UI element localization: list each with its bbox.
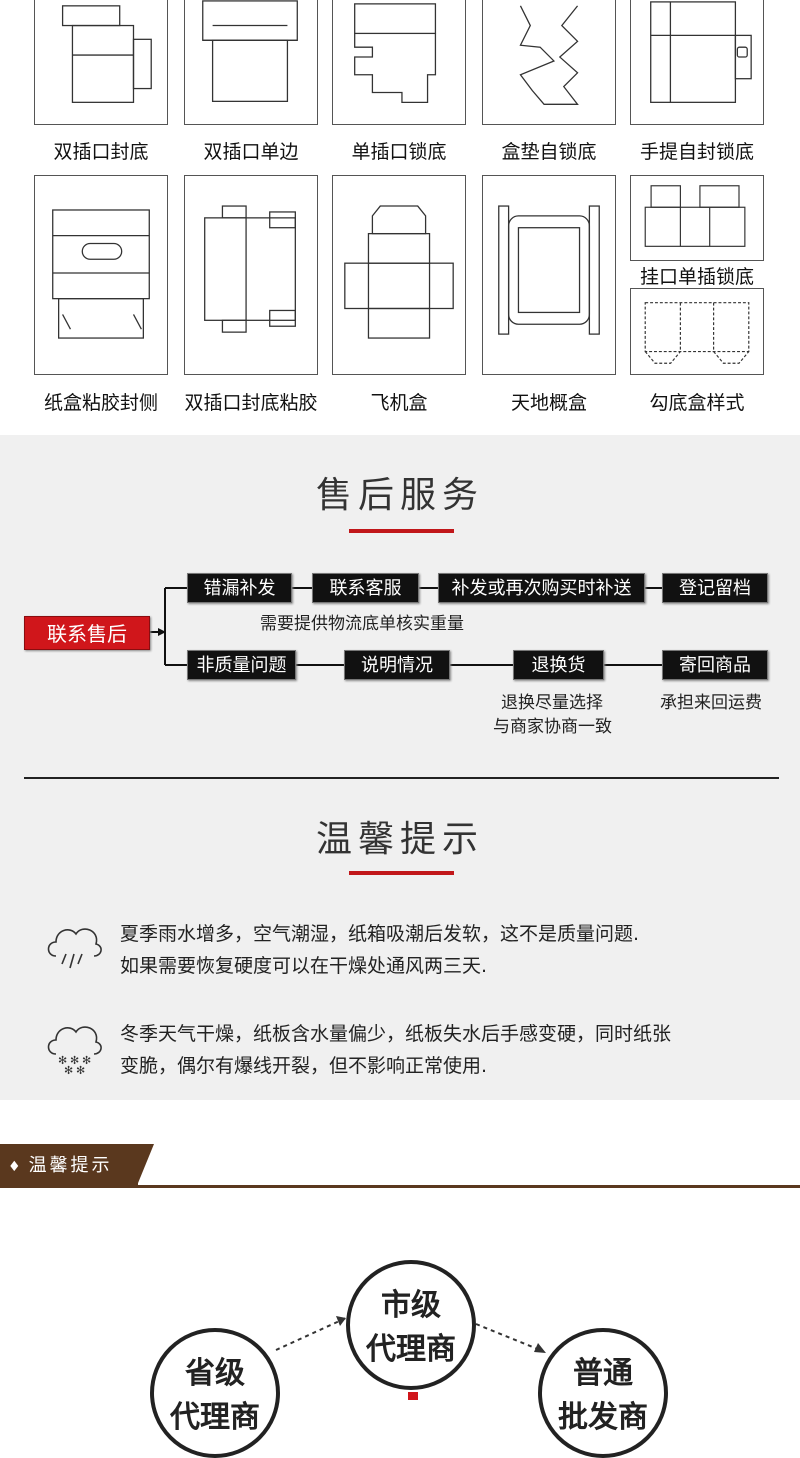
tile-double-tuck-bottom — [34, 0, 168, 125]
after-sales-section — [0, 435, 800, 1100]
svg-text:✻: ✻ — [58, 1054, 67, 1067]
distribution-arrows — [275, 1316, 546, 1400]
tips-tab-label: 温馨提示 — [28, 1155, 113, 1176]
section-divider — [24, 777, 779, 779]
wholesaler-line-1: 普通 — [573, 1356, 633, 1391]
tile-hanging-lock — [630, 175, 764, 261]
after-sales-title: 售后服务 — [315, 475, 484, 516]
caption-double-tuck-bottom: 双插口封底 — [53, 141, 149, 163]
summer-tip: 夏季雨水增多，空气潮湿，纸箱吸潮后发软，这不是质量问题. 如果需要恢复硬度可以在… — [120, 918, 639, 982]
flow-node-resend-next-order: 补发或再次购买时补送 — [438, 573, 645, 603]
auto-lock-bottom-diagram-icon — [519, 5, 579, 105]
caption-mailer-box: 飞机盒 — [370, 392, 428, 414]
lid-base-box-diagram-icon — [498, 205, 600, 335]
tile-lid-base-box — [482, 175, 616, 375]
caption-glued-side: 纸盒粘胶封侧 — [43, 392, 158, 414]
mailer-box-diagram-icon — [344, 205, 454, 339]
row2-note-a: 退换尽量选择 — [501, 693, 603, 713]
flow-node-send-back: 寄回商品 — [662, 650, 768, 680]
handle-lock-bottom-diagram-icon — [650, 1, 752, 103]
wholesaler-line-2: 批发商 — [558, 1400, 648, 1435]
svg-text:✻: ✻ — [64, 1064, 73, 1076]
city-agent-circle: 市级 代理商 — [346, 1260, 476, 1390]
caption-lid-base-box: 天地概盒 — [510, 392, 587, 414]
winter-tip-line-2: 变脆，偶尔有爆线开裂，但不影响正常使用. — [120, 1055, 488, 1077]
row1-note: 需要提供物流底单核实重量 — [260, 614, 464, 634]
svg-text:✻: ✻ — [76, 1064, 85, 1076]
tile-auto-lock-bottom — [482, 0, 616, 125]
tips-title: 温馨提示 — [315, 819, 484, 860]
tile-double-tuck-glued — [184, 175, 318, 375]
flow-node-contact-service: 联系客服 — [312, 573, 419, 603]
tab-slant — [136, 1144, 154, 1188]
double-tuck-glued-diagram-icon — [204, 205, 296, 333]
tile-hook-bottom — [630, 288, 764, 375]
rain-cloud-icon — [47, 928, 102, 969]
flow-node-explain: 说明情况 — [344, 650, 450, 680]
contact-after-sales-node: 联系售后 — [24, 616, 150, 650]
diamond-icon: ♦ — [8, 1159, 21, 1175]
flow-node-missing-resend: 错漏补发 — [187, 573, 292, 603]
caption-hook-bottom: 勾底盒样式 — [649, 392, 745, 414]
tab-underline — [0, 1185, 800, 1188]
winter-tip: 冬季天气干燥，纸板含水量偏少，纸板失水后手感变硬，同时纸张 变脆，偶尔有爆线开裂… — [120, 1018, 671, 1082]
hook-bottom-diagram-icon — [644, 302, 750, 364]
caption-hanging-lock: 挂口单插锁底 — [639, 266, 754, 288]
caption-auto-lock-bottom: 盒垫自锁底 — [501, 141, 597, 163]
hanging-lock-diagram-icon — [644, 185, 746, 247]
wholesaler-circle: 普通 批发商 — [538, 1328, 668, 1458]
caption-double-tuck-glued: 双插口封底粘胶 — [184, 392, 318, 414]
single-tuck-lock-bottom-diagram-icon — [354, 3, 437, 103]
province-agent-line-1: 省级 — [185, 1356, 245, 1391]
city-agent-line-2: 代理商 — [366, 1332, 456, 1367]
svg-text:✻: ✻ — [82, 1054, 91, 1067]
svg-text:✻: ✻ — [70, 1054, 79, 1067]
snow-cloud-icon: ✻✻✻ ✻✻ — [47, 1026, 102, 1076]
tile-single-tuck-lock — [332, 0, 466, 125]
flow-node-return-exchange: 退换货 — [513, 650, 604, 680]
flow-node-non-quality: 非质量问题 — [187, 650, 296, 680]
tips-tab-header: ♦ 温馨提示 — [0, 1144, 138, 1188]
tile-handle-lock-bottom — [630, 0, 764, 125]
after-sales-flow-lines — [150, 587, 662, 666]
summer-tip-line-2: 如果需要恢复硬度可以在干燥处通风两三天. — [120, 955, 488, 977]
tips-title-underline — [349, 871, 454, 875]
province-agent-line-2: 代理商 — [170, 1400, 260, 1435]
tile-double-tuck-side — [184, 0, 318, 125]
after-sales-title-underline — [349, 529, 454, 533]
row2-note-c: 承担来回运费 — [660, 693, 762, 713]
row2-note-b: 与商家协商一致 — [493, 717, 612, 737]
winter-tip-line-1: 冬季天气干燥，纸板含水量偏少，纸板失水后手感变硬，同时纸张 — [120, 1023, 672, 1045]
summer-tip-line-1: 夏季雨水增多，空气潮湿，纸箱吸潮后发软，这不是质量问题. — [120, 923, 640, 945]
city-agent-line-1: 市级 — [381, 1288, 441, 1323]
tile-mailer-box — [332, 175, 466, 375]
caption-single-tuck-lock: 单插口锁底 — [351, 141, 447, 163]
tile-glued-side — [34, 175, 168, 375]
caption-double-tuck-side: 双插口单边 — [203, 141, 299, 163]
double-tuck-side-diagram-icon — [202, 0, 298, 102]
flow-node-register-record: 登记留档 — [662, 573, 768, 603]
province-agent-circle: 省级 代理商 — [150, 1328, 280, 1458]
glued-side-diagram-icon — [52, 209, 150, 339]
double-tuck-bottom-diagram-icon — [61, 5, 152, 103]
caption-handle-lock-bottom: 手提自封锁底 — [639, 141, 754, 163]
